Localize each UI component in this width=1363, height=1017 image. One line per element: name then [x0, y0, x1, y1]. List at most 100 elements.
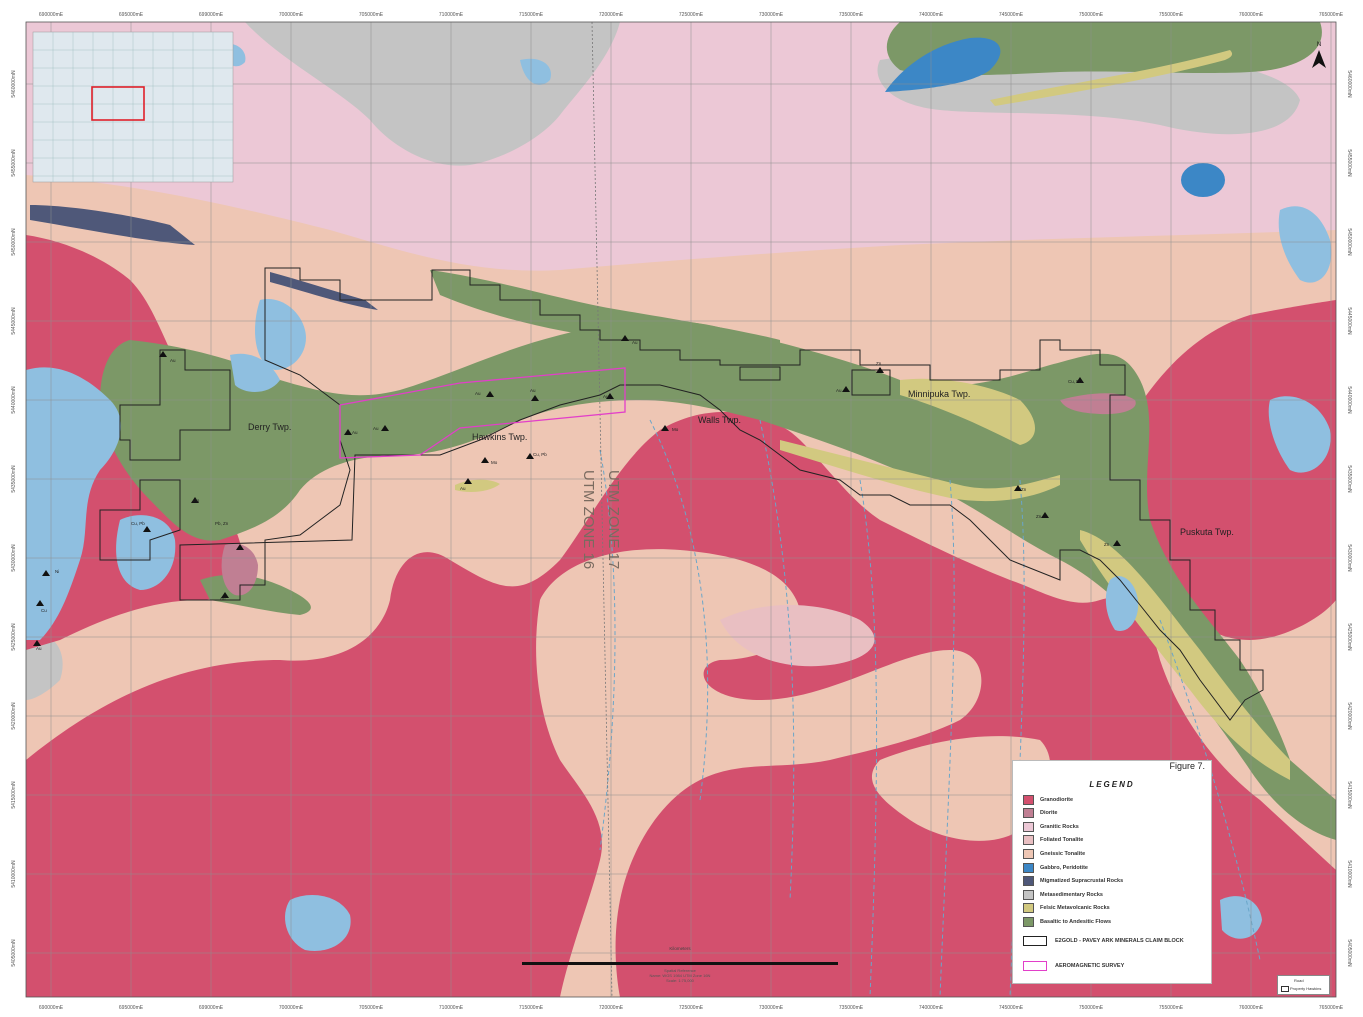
coordinate-tick-label: 5415000mN — [11, 781, 17, 809]
felsic-unit-minnipuka — [900, 378, 1035, 445]
diorite-unit — [221, 543, 258, 596]
occurrence-marker — [486, 391, 494, 397]
legend-title: LEGEND — [1089, 780, 1135, 789]
scale-bar: Kilometers Spatial Reference Name: WGS 1… — [520, 946, 840, 986]
legend-item-label: Foliated Tonalite — [1040, 837, 1084, 844]
coordinate-tick-label: 700000mE — [279, 1005, 304, 1011]
legend-item: Gneissic Tonalite — [1023, 848, 1085, 859]
township-label-puskuta: Puskuta Twp. — [1180, 527, 1234, 537]
inset-highlight-box — [91, 86, 145, 121]
felsic-unit-belt-1 — [780, 440, 1060, 502]
coordinate-tick-label: 745000mE — [999, 12, 1024, 18]
occurrence-marker — [1076, 377, 1084, 383]
inset-legend-road: Road — [1294, 978, 1304, 983]
coordinate-tick-label: 5410000mN — [11, 860, 17, 888]
occurrence-label: Cu, Pb — [131, 521, 145, 526]
graticule — [26, 22, 1336, 997]
legend-item-label: Felsic Metavolcanic Rocks — [1040, 905, 1110, 912]
occurrence-label: Ni — [55, 569, 59, 574]
occurrence-labels: Au Au Au Au Au Au Au Mo Mo Cu, Pb Cu, Pb… — [36, 340, 1110, 651]
legend-item: Metasedimentary Rocks — [1023, 889, 1103, 900]
legend-swatch — [1023, 794, 1034, 805]
claim-block-swatch — [1023, 936, 1047, 946]
utm-zone-17-label: UTM ZONE 17 — [605, 470, 622, 569]
coordinate-tick-label: 740000mE — [919, 1005, 944, 1011]
basalt-unit-belt — [100, 320, 1336, 840]
gabbro-unit-lake — [1181, 163, 1225, 197]
coordinate-tick-label: 5430000mN — [1346, 544, 1352, 572]
scale-bar-line — [522, 962, 838, 965]
coordinate-tick-label: 725000mE — [679, 12, 704, 18]
occurrence-marker — [1041, 512, 1049, 518]
claim-block-label: E2GOLD - PAVEY ARK MINERALS CLAIM BLOCK — [1055, 937, 1184, 944]
coordinate-tick-label: 5425000mN — [1346, 623, 1352, 651]
occurrence-label: Au — [475, 391, 481, 396]
north-arrow-label: N — [1317, 42, 1321, 48]
occurrence-marker — [33, 640, 41, 646]
coordinate-tick-label: 5460000mN — [11, 70, 17, 98]
coordinate-tick-label: 705000mE — [359, 1005, 384, 1011]
occurrence-label: Mo — [672, 427, 679, 432]
aeromagnetic-survey-outline — [339, 367, 626, 459]
occurrence-label: Au — [632, 340, 638, 345]
coordinate-tick-label: 5405000mN — [11, 939, 17, 967]
legend-swatch — [1023, 821, 1034, 832]
coordinate-tick-label: 5435000mN — [1346, 465, 1352, 493]
occurrence-marker — [191, 497, 199, 503]
occurrence-label: Cu — [41, 608, 47, 613]
migmatized-unit-nw — [30, 205, 195, 245]
granodiorite-unit-east — [1126, 300, 1336, 640]
coordinate-tick-label: 5445000mN — [1346, 307, 1352, 335]
legend-swatch — [1023, 889, 1034, 900]
coordinate-tick-label: 700000mE — [279, 12, 304, 18]
occurrence-label: Au — [373, 426, 379, 431]
scale-reference-2: Name: WGS 1984 UTM Zone 16N — [649, 973, 711, 978]
legend-swatch — [1023, 862, 1034, 873]
occurrence-marker — [1113, 540, 1121, 546]
occurrence-marker — [842, 386, 850, 392]
coordinate-tick-label: 715000mE — [519, 1005, 544, 1011]
mineral-occurrences — [33, 335, 1121, 646]
occurrence-marker — [606, 393, 614, 399]
coordinate-tick-label: 695000mE — [119, 12, 144, 18]
occurrence-label: Zn — [1021, 487, 1027, 492]
legend-item: Gabbro, Peridotite — [1023, 862, 1088, 873]
scale-reference-3: Scale: 1:75,000 — [666, 978, 694, 983]
township-label-minnipuka: Minnipuka Twp. — [908, 389, 970, 399]
north-arrow: N — [1312, 42, 1326, 68]
occurrence-label: Au — [220, 596, 226, 601]
legend-item-label: Granitic Rocks — [1040, 823, 1079, 830]
coordinate-tick-label: 760000mE — [1239, 1005, 1264, 1011]
coordinate-tick-label: 765000mE — [1319, 1005, 1344, 1011]
occurrence-marker — [221, 592, 229, 598]
coordinate-tick-label: 760000mE — [1239, 12, 1264, 18]
left-coordinate-ticks: 5460000mN5455000mN5450000mN5445000mN5440… — [11, 70, 17, 967]
occurrence-marker — [876, 367, 884, 373]
coordinate-tick-label: 690000mE — [39, 12, 64, 18]
aeromagnetic-swatch — [1023, 961, 1047, 971]
coordinate-tick-label: 5420000mN — [1346, 702, 1352, 730]
occurrence-label: Mo — [491, 460, 498, 465]
felsic-unit-ne — [990, 50, 1233, 106]
foliated-unit-south — [720, 605, 875, 667]
legend-claim-block: E2GOLD - PAVEY ARK MINERALS CLAIM BLOCK — [1023, 936, 1185, 946]
coordinate-tick-label: 750000mE — [1079, 1005, 1104, 1011]
coordinate-tick-label: 699000mE — [199, 1005, 224, 1011]
coordinate-tick-label: 690000mE — [39, 1005, 64, 1011]
occurrence-marker — [661, 425, 669, 431]
scale-units-label: Kilometers — [669, 946, 691, 951]
legend-swatch — [1023, 835, 1034, 846]
occurrence-marker — [143, 526, 151, 532]
coordinate-tick-label: 720000mE — [599, 1005, 624, 1011]
occurrence-label: Au — [836, 388, 842, 393]
occurrence-marker — [42, 570, 50, 576]
legend-item: Migmatized Supracrustal Rocks — [1023, 876, 1123, 887]
legend-item: Diorite — [1023, 808, 1057, 819]
coordinate-tick-label: 699000mE — [199, 12, 224, 18]
inset-location-map — [32, 31, 234, 183]
occurrence-label: Zn — [1036, 514, 1042, 519]
legend-item: Foliated Tonalite — [1023, 835, 1083, 846]
coordinate-tick-label: 735000mE — [839, 12, 864, 18]
